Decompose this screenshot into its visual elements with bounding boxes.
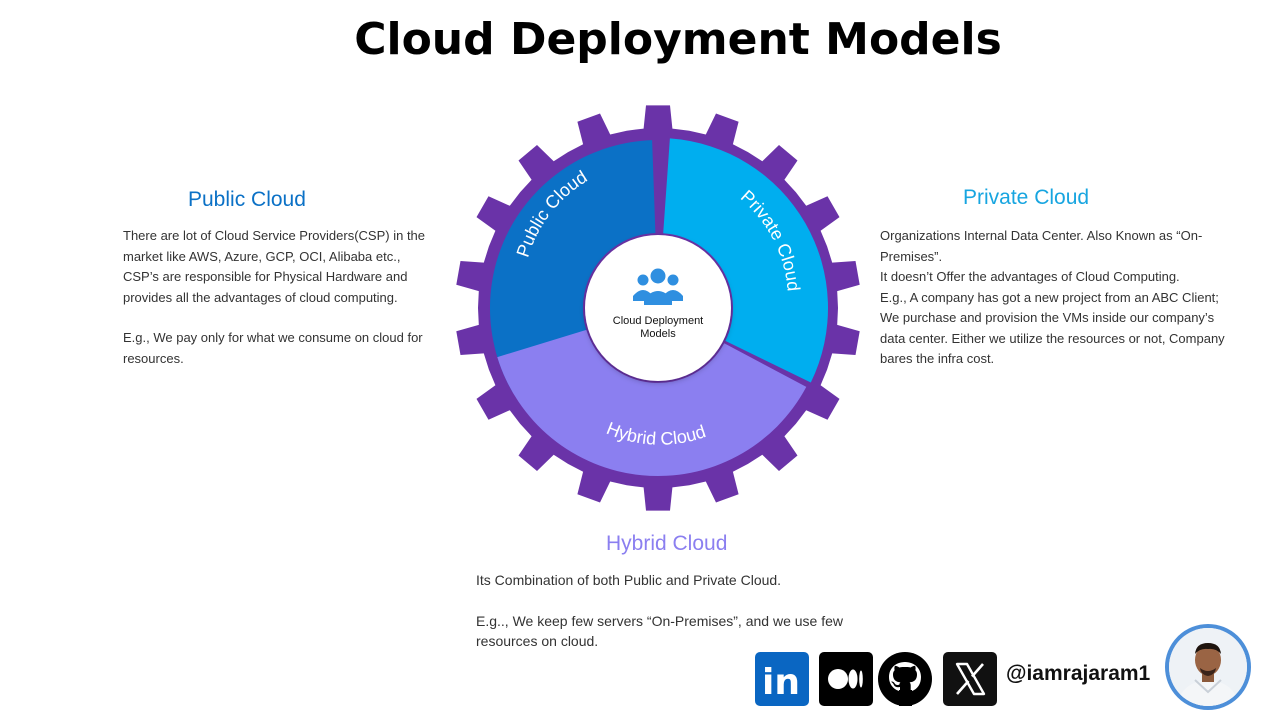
private-line: It doesn’t Offer the advantages of Cloud…	[880, 269, 1180, 284]
center-label-line1: Cloud Deployment	[613, 315, 704, 327]
public-example-line: resources.	[123, 350, 184, 366]
private-line: Premises”.	[880, 248, 943, 264]
private-line: We purchase and provision the VMs inside…	[880, 310, 1215, 325]
avatar	[1165, 624, 1251, 710]
public-line: CSP’s are responsible for Physical Hardw…	[123, 269, 408, 284]
hybrid-example-line: E.g.., We keep few servers “On-Premises”…	[476, 612, 843, 629]
public-example-line: E.g., We pay only for what we consume on…	[123, 330, 423, 345]
linkedin-icon[interactable]: in	[755, 652, 809, 706]
person-photo	[1169, 628, 1247, 706]
private-cloud-heading: Private Cloud	[963, 186, 1090, 209]
medium-icon[interactable]	[819, 652, 873, 706]
public-line: market like AWS, Azure, GCP, OCI, Alibab…	[123, 248, 401, 264]
people-group-icon	[633, 268, 683, 305]
linkedin-icon-text: in	[762, 662, 800, 703]
segment-hybrid-cloud[interactable]	[497, 329, 807, 477]
public-line: There are lot of Cloud Service Providers…	[123, 228, 426, 243]
page-title: Cloud Deployment Models	[354, 14, 1002, 65]
github-icon[interactable]	[878, 652, 932, 706]
hybrid-cloud-heading: Hybrid Cloud	[606, 532, 728, 555]
deployment-models-gear: Public Cloud Private Cloud Hybrid Cloud …	[456, 105, 860, 511]
private-line: E.g., A company has got a new project fr…	[880, 289, 1219, 305]
center-circle	[585, 235, 731, 381]
hybrid-example-line: resources on cloud.	[476, 633, 599, 649]
private-line: bares the infra cost.	[880, 351, 995, 366]
private-line: Organizations Internal Data Center. Also…	[880, 228, 1203, 243]
center-label-line2: Models	[640, 328, 676, 340]
public-cloud-description: There are lot of Cloud Service Providers…	[123, 226, 425, 369]
segment-private-cloud[interactable]	[663, 138, 829, 383]
public-cloud-heading: Public Cloud	[188, 188, 306, 211]
private-cloud-description: Organizations Internal Data Center. Also…	[880, 226, 1225, 370]
segment-public-cloud[interactable]	[489, 140, 656, 392]
hybrid-cloud-description: Its Combination of both Public and Priva…	[476, 570, 843, 652]
public-line: provides all the advantages of cloud com…	[123, 289, 398, 305]
social-handle: @iamrajaram1	[1006, 662, 1151, 685]
hybrid-line: Its Combination of both Public and Priva…	[476, 572, 782, 588]
x-icon[interactable]	[943, 652, 997, 706]
private-line: data center. Either we utilize the resou…	[880, 330, 1225, 346]
